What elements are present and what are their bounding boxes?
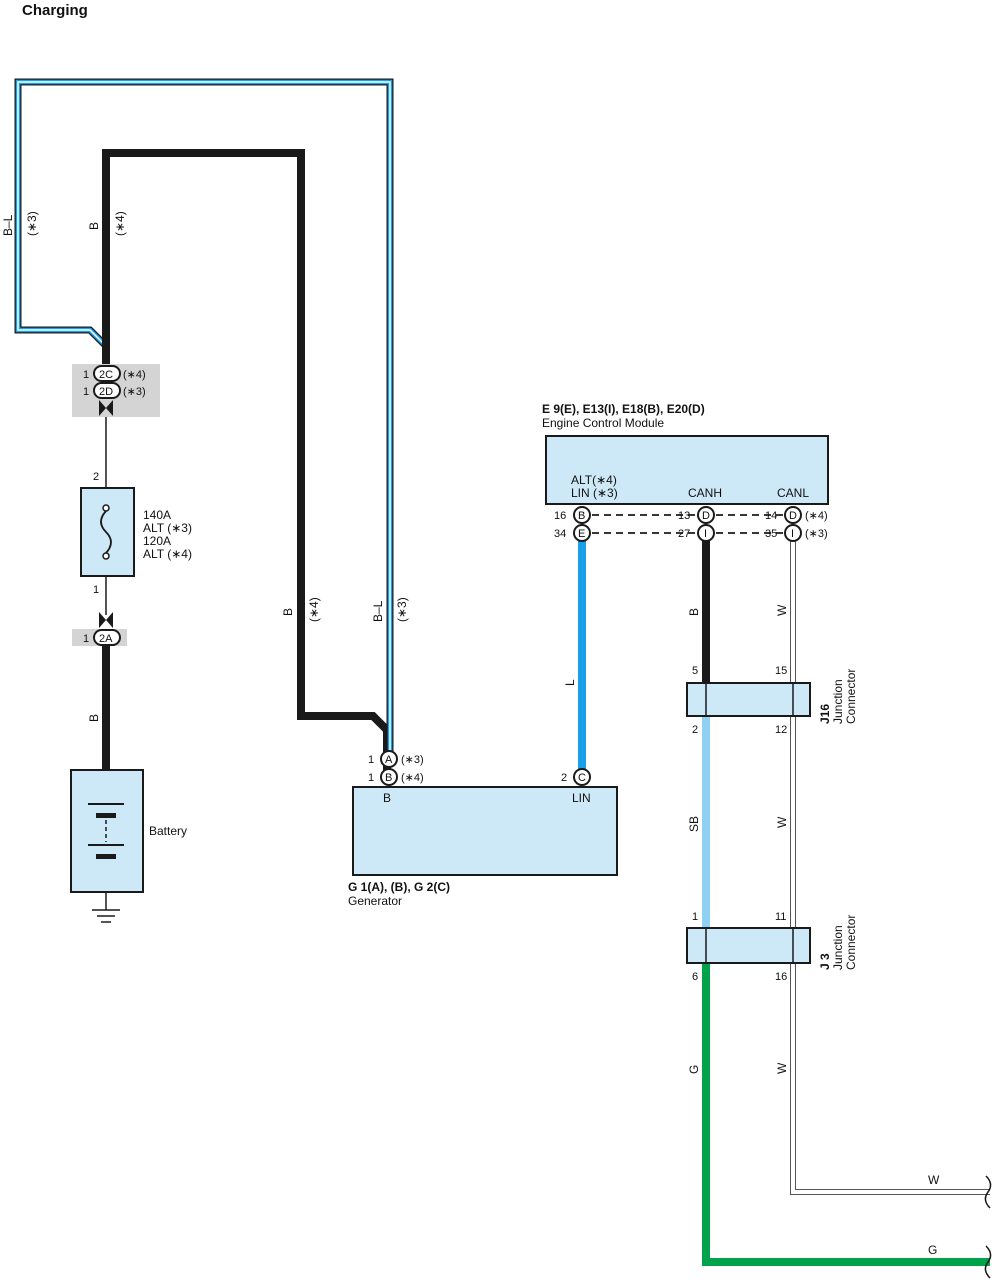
generator: 1 A (∗3) 1 B (∗4) 2 C B LIN G 1(A), (B),… (348, 750, 618, 908)
j16-pin-2: 2 (692, 724, 698, 736)
generator-pin-b-num: 1 (368, 772, 374, 784)
j16-pin-12: 12 (775, 724, 787, 736)
connector-2d-pin: 1 (83, 386, 89, 398)
fuse-rating-line-3: 120A (143, 534, 171, 548)
wire-b-upper (102, 149, 391, 775)
wire-label-b-l-mid: B–L (371, 600, 385, 622)
ground-icon (92, 892, 120, 923)
ecm-pin-35-code: I (791, 528, 794, 540)
wire-label-b-l-mid-note: (∗3) (395, 597, 409, 622)
ecm-pin-35-note: (∗3) (805, 528, 828, 540)
j3-name-2: Connector (844, 915, 858, 970)
ecm-id: E 9(E), E13(I), E18(B), E20(D) (542, 402, 705, 416)
wire-label-b-canh: B (687, 608, 701, 616)
page-title: Charging (22, 2, 88, 19)
fuse-pin-bottom: 1 (93, 584, 99, 596)
wire-label-b-top-note: (∗4) (113, 211, 127, 236)
j3-pin-6: 6 (692, 971, 698, 983)
connector-2c-note: (∗4) (123, 369, 146, 381)
wire-label-w-out: W (928, 1173, 940, 1187)
battery-icon (88, 803, 124, 859)
fuse-pin-top: 2 (93, 471, 99, 483)
ecm-name: Engine Control Module (542, 416, 664, 430)
ecm-pin-14: 14 (765, 510, 777, 522)
wire-break-w (984, 1175, 992, 1209)
ecm-pin-34: 34 (554, 528, 566, 540)
j16-id: J16 (818, 704, 832, 724)
generator-terminal-lin: LIN (572, 791, 591, 805)
generator-pin-a-note: (∗3) (401, 754, 424, 766)
wire-label-b-top: B (87, 222, 101, 230)
connector-2c-code: 2C (99, 369, 113, 381)
generator-pin-b-code: B (385, 772, 392, 784)
ecm-pin-16: 16 (554, 510, 566, 522)
wire-label-b-mid: B (281, 608, 295, 616)
generator-pin-c-code: C (578, 772, 586, 784)
wire-label-w-3: W (775, 1062, 789, 1074)
wire-g (702, 963, 990, 1266)
j3-name: Junction (831, 925, 845, 970)
generator-terminal-b: B (383, 791, 391, 805)
connector-2c-pin: 1 (83, 369, 89, 381)
ecm-pin-27: 27 (678, 528, 690, 540)
wire-w-canl (790, 541, 990, 1195)
wire-label-g: G (687, 1065, 701, 1074)
connector-2d-note: (∗3) (123, 386, 146, 398)
ecm-pin-14-note: (∗4) (805, 510, 828, 522)
ecm-terminal-lin: LIN (∗3) (571, 486, 618, 500)
generator-pin-c-num: 2 (561, 772, 567, 784)
wire-b-l-upper (14, 78, 394, 760)
wire-label-w-1: W (775, 604, 789, 616)
generator-id: G 1(A), (B), G 2(C) (348, 880, 450, 894)
ecm-pin-35: 35 (765, 528, 777, 540)
connector-2a-pin: 1 (83, 633, 89, 645)
j3-pin-11: 11 (775, 911, 786, 923)
j3-pin-1: 1 (692, 911, 698, 923)
generator-pin-a-num: 1 (368, 754, 374, 766)
ecm-pin-16-code: B (578, 510, 585, 522)
ecm-pin-27-code: I (704, 528, 707, 540)
ecm-pin-34-code: E (578, 528, 585, 540)
engine-control-module: E 9(E), E13(I), E18(B), E20(D) Engine Co… (542, 402, 829, 542)
j16-pin-15: 15 (775, 665, 787, 677)
battery: Battery (70, 769, 187, 893)
j16-name: Junction (831, 679, 845, 724)
wire-label-b-l-top-note: (∗3) (25, 211, 39, 236)
generator-pin-b-note: (∗4) (401, 772, 424, 784)
fuse-rating-line-1: 140A (143, 508, 171, 522)
wire-label-b-battery: B (87, 714, 101, 722)
ecm-terminal-alt: ALT(∗4) (571, 473, 617, 487)
ecm-pin-13: 13 (678, 510, 690, 522)
fuse-rating-line-4: ALT (∗4) (143, 547, 192, 561)
ecm-terminal-canh: CANH (688, 486, 722, 500)
connector-2d-code: 2D (99, 386, 113, 398)
fuse-element-icon (100, 510, 112, 554)
fuse: 2 1 140A ALT (∗3) 120A ALT (∗4) (80, 471, 192, 596)
wire-break-g (984, 1245, 992, 1279)
connector-2a-code: 2A (99, 633, 113, 645)
connector-2c-2d: 1 2C (∗4) 1 2D (∗3) (72, 364, 160, 417)
ecm-pin-13-code: D (702, 510, 710, 522)
j3-pin-16: 16 (775, 971, 787, 983)
wire-label-b-mid-note: (∗4) (307, 597, 321, 622)
wire-label-l: L (563, 679, 577, 686)
wire-label-b-l-top: B–L (1, 214, 15, 236)
junction-connector-j3: 1 11 6 16 J 3 Junction Connector (686, 911, 858, 983)
j16-name-2: Connector (844, 669, 858, 724)
j3-id: J 3 (818, 953, 832, 970)
ecm-terminal-canl: CANL (777, 486, 809, 500)
generator-name: Generator (348, 894, 402, 908)
wire-label-sb: SB (687, 816, 701, 832)
wire-label-g-out: G (928, 1243, 937, 1257)
fuse-rating-line-2: ALT (∗3) (143, 521, 192, 535)
battery-label: Battery (149, 824, 187, 838)
ecm-pin-14-code: D (789, 510, 797, 522)
junction-connector-j16: 5 15 2 12 J16 Junction Connector (686, 665, 858, 736)
wire-label-w-2: W (775, 816, 789, 828)
j16-pin-5: 5 (692, 665, 698, 677)
generator-pin-a-code: A (385, 754, 393, 766)
connector-2a: 1 2A (72, 612, 127, 646)
